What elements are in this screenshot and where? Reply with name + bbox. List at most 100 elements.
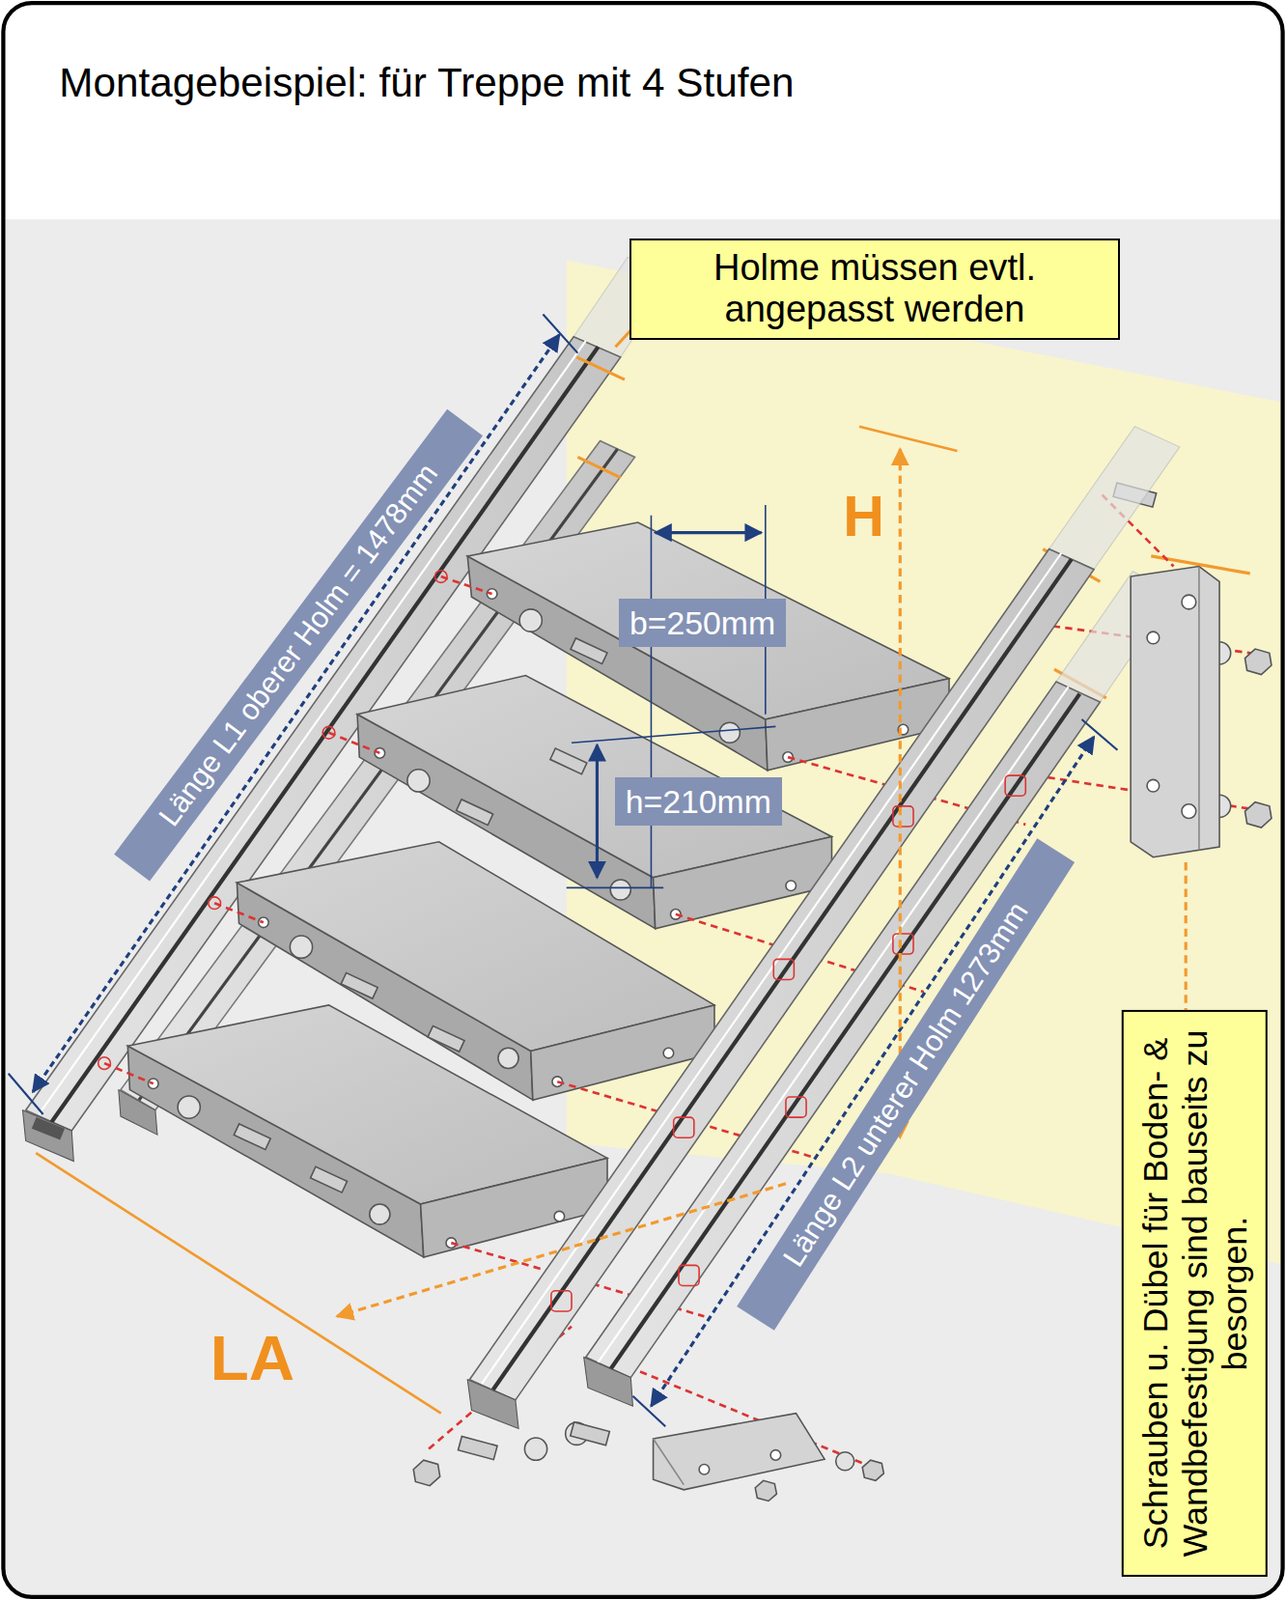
stringer-right-outer xyxy=(467,426,1180,1429)
wall-bracket xyxy=(1146,779,1160,792)
washer xyxy=(498,1047,519,1068)
cut-marks xyxy=(576,306,1250,699)
maker-stamp xyxy=(208,896,222,910)
stringer-right-outer xyxy=(1049,426,1180,570)
assembly-line xyxy=(104,1062,154,1084)
stringer-right-outer xyxy=(467,1379,519,1429)
maker-stamp xyxy=(673,1117,695,1138)
stringer-left-outer xyxy=(22,1110,74,1162)
washer xyxy=(369,1203,391,1225)
stringer-left-outer xyxy=(31,1117,65,1141)
dimension-line xyxy=(632,1396,666,1427)
note-text: Holme müssen evtl. angepasst werden xyxy=(643,247,1106,333)
washer xyxy=(610,879,631,900)
stringer-right-inner xyxy=(598,686,1069,1363)
assembly-line xyxy=(214,902,264,923)
washer xyxy=(407,769,430,792)
maker-stamp xyxy=(893,933,914,954)
step-holes xyxy=(785,880,797,892)
step-holes xyxy=(554,1210,565,1222)
washer xyxy=(719,722,740,743)
maker-stamp xyxy=(773,958,794,979)
maker-stamp xyxy=(893,806,914,827)
cut-marks xyxy=(576,357,625,380)
stringer-right-inner xyxy=(584,571,1176,1406)
step-holes xyxy=(663,1047,674,1059)
assembly-line xyxy=(441,576,493,594)
wall-bracket xyxy=(1130,566,1220,858)
washer xyxy=(836,1452,855,1471)
bolt xyxy=(862,1459,884,1481)
floor-bracket xyxy=(653,1413,826,1490)
dimension-line xyxy=(571,726,776,743)
background xyxy=(2,219,1283,1597)
stringer-right-inner xyxy=(610,694,1080,1370)
bolt xyxy=(310,1166,348,1193)
dimension-text: b=250mm xyxy=(629,604,776,643)
cut-marks xyxy=(577,456,620,477)
floor-bracket xyxy=(698,1463,710,1475)
bolt xyxy=(340,972,378,999)
dimension-line xyxy=(595,744,599,877)
bolt xyxy=(233,1123,271,1150)
washer xyxy=(177,609,1231,1471)
wall-bracket xyxy=(1130,566,1220,858)
note-text: Schrauben u. Dübel für Boden- & Wandbefe… xyxy=(1135,1028,1256,1559)
wall-bracket xyxy=(1146,631,1160,644)
dimension-line xyxy=(32,335,560,1092)
note-box: Holme müssen evtl. angepasst werden xyxy=(629,238,1119,339)
diagram-title: Montagebeispiel: für Treppe mit 4 Stufen xyxy=(58,58,794,109)
dimension-line xyxy=(35,1152,442,1413)
dimension-line xyxy=(859,426,957,451)
stringer-right-outer xyxy=(469,549,1094,1400)
floor-bracket xyxy=(770,1450,782,1461)
bolt xyxy=(1244,648,1271,674)
dimension-line xyxy=(542,313,578,353)
bolt xyxy=(413,1459,440,1485)
dimension-line xyxy=(336,1183,786,1316)
wall-bracket xyxy=(1198,566,1201,851)
bolt xyxy=(570,638,608,665)
bolt xyxy=(458,1435,499,1459)
floor-bracket xyxy=(653,1438,685,1485)
dimension-box: h=210mm xyxy=(615,777,782,825)
dimension-label: LA xyxy=(210,1326,295,1391)
dimension-label: H xyxy=(842,487,885,545)
washer xyxy=(177,1095,200,1119)
maker-stamp xyxy=(322,726,336,739)
stringer-right-inner xyxy=(584,1356,634,1406)
bolt xyxy=(456,799,494,826)
floor-bracket xyxy=(653,1413,826,1490)
bolt xyxy=(570,1422,611,1446)
dimension-line xyxy=(8,1073,44,1115)
bolt xyxy=(754,1480,777,1501)
dimension-box: b=250mm xyxy=(618,598,785,646)
dimension-line xyxy=(1081,719,1118,751)
maker-stamp xyxy=(678,1264,699,1286)
maker-stamp xyxy=(98,1057,112,1070)
wall-bracket xyxy=(1181,594,1197,610)
bolt xyxy=(427,1025,465,1052)
washer xyxy=(524,1437,547,1460)
dimension-line xyxy=(655,531,762,534)
bolt xyxy=(233,482,1272,1502)
bolt xyxy=(550,748,588,775)
dimension-line xyxy=(650,736,1094,1406)
stringer-right-inner xyxy=(586,681,1101,1378)
dimension-line xyxy=(566,887,664,890)
dimension-line xyxy=(650,515,653,889)
wall-bracket xyxy=(1181,804,1197,819)
assembly-line xyxy=(329,732,381,754)
washer xyxy=(289,935,312,958)
step-tread xyxy=(127,1005,608,1204)
dimension-line xyxy=(898,448,902,1138)
note-box: Schrauben u. Dübel für Boden- & Wandbefe… xyxy=(1121,1009,1268,1577)
maker-stamp xyxy=(551,1290,572,1312)
maker-stamp xyxy=(1005,775,1026,796)
maker-stamp xyxy=(98,570,1027,1312)
dimension-line xyxy=(1184,862,1188,1010)
maker-stamp xyxy=(434,570,448,584)
